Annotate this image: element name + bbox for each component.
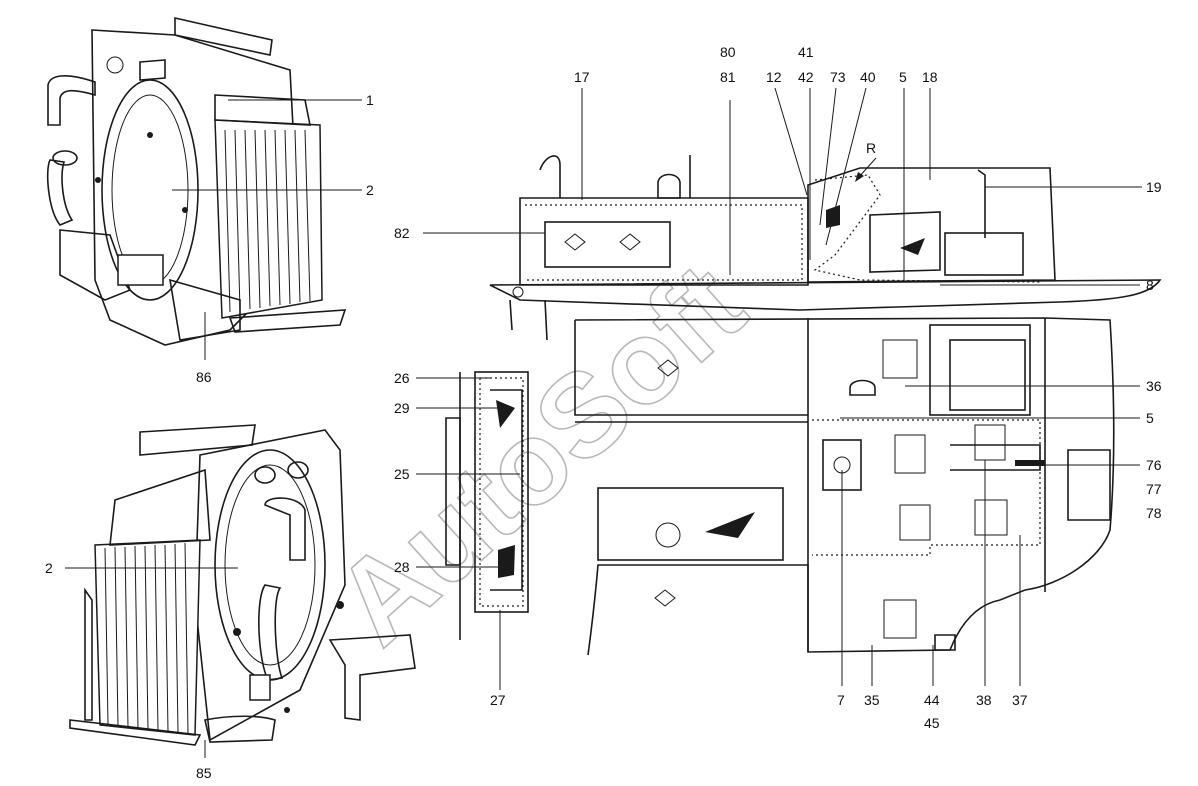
callout-2-top: 2 xyxy=(366,182,374,198)
callout-41: 41 xyxy=(798,44,814,60)
hatch-symbols-body xyxy=(654,359,679,607)
callout-2-bottom: 2 xyxy=(45,560,53,576)
callout-85: 85 xyxy=(196,765,212,781)
radiator-core-top xyxy=(224,129,311,313)
callout-26: 26 xyxy=(394,370,410,386)
callout-labels: 1 2 86 2 85 17 80 81 41 42 12 73 40 5 18… xyxy=(45,44,1162,781)
callout-5-top: 5 xyxy=(899,69,907,85)
callout-80: 80 xyxy=(720,44,736,60)
body-panel xyxy=(574,317,1115,656)
callout-42: 42 xyxy=(798,69,814,85)
callout-45: 45 xyxy=(924,715,940,731)
vertical-panel xyxy=(445,371,529,640)
callout-86: 86 xyxy=(196,369,212,385)
hatch-symbols-panel xyxy=(564,233,641,251)
callout-77: 77 xyxy=(1146,481,1162,497)
callout-38: 38 xyxy=(976,692,992,708)
callout-5-bottom: 5 xyxy=(1146,410,1154,426)
callout-27: 27 xyxy=(490,692,506,708)
callout-28: 28 xyxy=(394,559,410,575)
callout-78: 78 xyxy=(1146,505,1162,521)
callout-82: 82 xyxy=(394,225,410,241)
side-view-panel xyxy=(489,155,1162,341)
radiator-assembly-top xyxy=(46,16,347,346)
callout-36: 36 xyxy=(1146,378,1162,394)
callout-8: 8 xyxy=(1146,277,1154,293)
watermark: AutoSoft xyxy=(310,238,770,671)
callout-7: 7 xyxy=(837,692,845,708)
radiator-core-bottom xyxy=(104,542,189,734)
callout-73: 73 xyxy=(830,69,846,85)
callout-76: 76 xyxy=(1146,457,1162,473)
callout-35: 35 xyxy=(864,692,880,708)
callout-44: 44 xyxy=(924,692,940,708)
radiator-assembly-bottom xyxy=(69,424,416,746)
callout-19: 19 xyxy=(1146,179,1162,195)
vent-grids xyxy=(882,339,1008,639)
callout-R: R xyxy=(866,140,876,156)
callout-37: 37 xyxy=(1012,692,1028,708)
callout-40: 40 xyxy=(860,69,876,85)
leader-lines xyxy=(65,87,1142,758)
svg-text:AutoSoft: AutoSoft xyxy=(311,239,769,670)
callout-1: 1 xyxy=(366,92,374,108)
callout-81: 81 xyxy=(720,69,736,85)
callout-18: 18 xyxy=(922,69,938,85)
callout-25: 25 xyxy=(394,466,410,482)
callout-17: 17 xyxy=(574,69,590,85)
callout-12: 12 xyxy=(766,69,782,85)
callout-29: 29 xyxy=(394,400,410,416)
